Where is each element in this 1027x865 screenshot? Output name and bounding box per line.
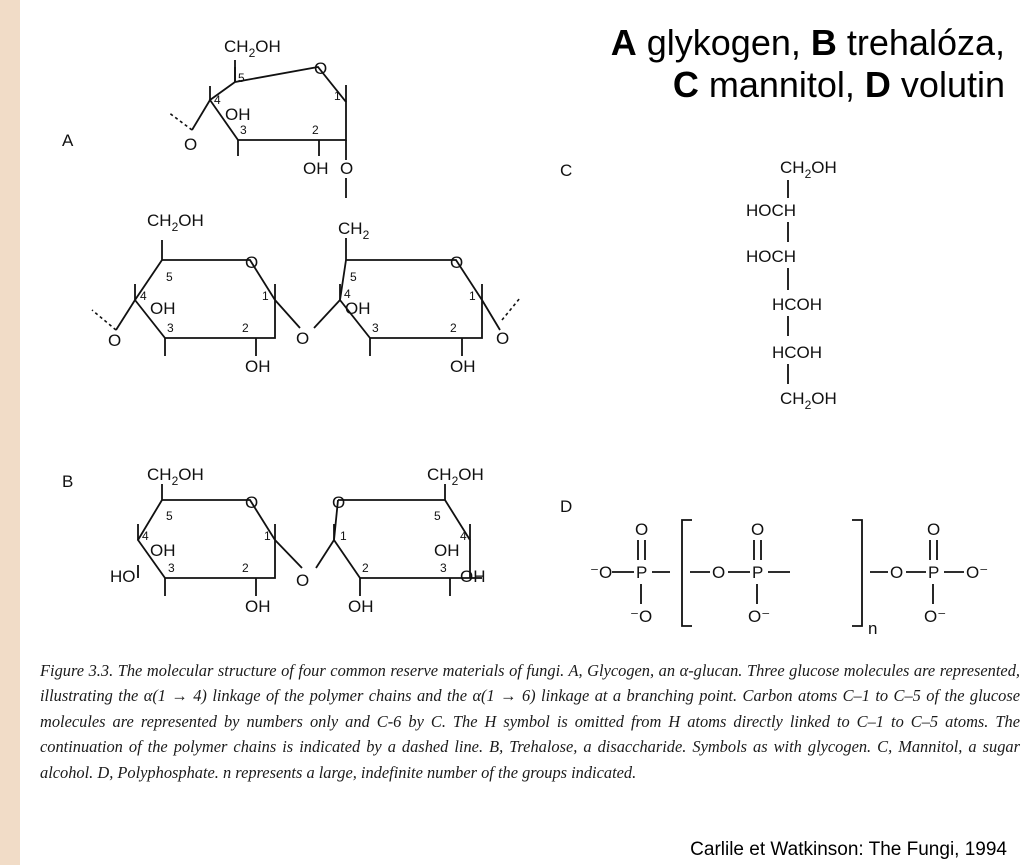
- glycogen-left-ch2oh: CH2OH: [147, 211, 204, 234]
- c3-number: 3: [167, 321, 174, 335]
- mannitol-bottom-ch2oh: CH2OH: [780, 389, 837, 412]
- right-terminal-o-minus: O⁻: [966, 563, 988, 582]
- mannitol-structure: CH2OH HOCH HOCH HCOH HCOH CH2OH: [746, 158, 837, 412]
- trehalose-structure: CH2OH CH2OH O O OH HO OH O OH OH OH 5 4 …: [110, 465, 486, 616]
- glycogen-left-o4: O: [108, 331, 121, 350]
- glycogen-left-ring-o: O: [245, 253, 258, 272]
- trehalose-left-oh2: OH: [245, 597, 271, 616]
- glycogen-right-o1: O: [496, 329, 509, 348]
- c1-number: 1: [334, 89, 341, 103]
- glycogen-link-o6: O: [340, 159, 353, 178]
- c3-number: 3: [372, 321, 379, 335]
- title-glycogen: glykogen,: [636, 22, 811, 63]
- c2-number: 2: [242, 321, 249, 335]
- trehalose-left-ring-o: O: [245, 493, 258, 512]
- polyphosphate-structure: ⁻O P O ⁻O n O P O O⁻ O: [590, 519, 988, 638]
- right-phosphorus: P: [928, 563, 939, 582]
- panel-label-b: B: [62, 472, 73, 491]
- figure-caption: Figure 3.3. The molecular structure of f…: [40, 661, 1020, 782]
- title-trehalose: trehalóza,: [836, 22, 1005, 63]
- title-mannitol: mannitol,: [698, 64, 865, 105]
- c4-number: 4: [460, 529, 467, 543]
- glycogen-right-ring-o: O: [450, 253, 463, 272]
- mannitol-top-ch2oh: CH2OH: [780, 158, 837, 181]
- glycogen-right-oh4: OH: [345, 299, 371, 318]
- mannitol-hcoh-2: HCOH: [772, 343, 822, 362]
- c1-number: 1: [264, 529, 271, 543]
- panel-label-c: C: [560, 161, 572, 180]
- title-letter-b: B: [810, 22, 837, 63]
- glycogen-top-ring-o: O: [314, 59, 327, 78]
- glycogen-glycosidic-o: O: [296, 329, 309, 348]
- trehalose-right-oh4: OH: [434, 541, 460, 560]
- middle-bottom-o-minus: O⁻: [748, 607, 770, 626]
- left-double-bond-o: O: [635, 520, 648, 539]
- content-panel: A glykogen, B trehalóza, C mannitol, D v…: [20, 0, 1027, 865]
- glycogen-left-ring: CH2OH O OH O OH O 5 4 3 2 1: [91, 211, 309, 376]
- c1-number: 1: [340, 529, 347, 543]
- trehalose-right-oh3: OH: [460, 567, 486, 586]
- glycogen-ch2: CH2: [338, 219, 370, 242]
- glycogen-left-oh2: OH: [245, 357, 271, 376]
- c3-number: 3: [440, 561, 447, 575]
- c3-number: 3: [168, 561, 175, 575]
- right-bridge-o: O: [890, 563, 903, 582]
- glycogen-top-ch2oh: CH2OH: [224, 37, 281, 60]
- trehalose-glycosidic-o: O: [296, 571, 309, 590]
- c5-number: 5: [166, 270, 173, 284]
- title-letter-d: D: [864, 64, 891, 105]
- right-double-bond-o: O: [927, 520, 940, 539]
- middle-bridge-o: O: [712, 563, 725, 582]
- c2-number: 2: [242, 561, 249, 575]
- mannitol-hoch-2: HOCH: [746, 247, 796, 266]
- left-terminal-o-minus: ⁻O: [590, 563, 612, 582]
- glycogen-left-oh4: OH: [150, 299, 176, 318]
- glycogen-top-ring: CH2OH O OH O OH O 5 4 3 2 1: [167, 37, 353, 178]
- trehalose-left-ho3: HO: [110, 567, 136, 586]
- middle-double-bond-o: O: [751, 520, 764, 539]
- glycogen-top-o4: O: [184, 135, 197, 154]
- source-credit: Carlile et Watkinson: The Fungi, 1994: [688, 839, 1009, 861]
- middle-phosphorus: P: [752, 563, 763, 582]
- c1-number: 1: [262, 289, 269, 303]
- trehalose-left-ch2oh: CH2OH: [147, 465, 204, 488]
- trehalose-right-ch2oh: CH2OH: [427, 465, 484, 488]
- structures-diagram: A C B D CH2OH O OH O OH O 5 4 3: [62, 37, 988, 638]
- repeat-n: n: [868, 619, 877, 638]
- trehalose-right-oh2: OH: [348, 597, 374, 616]
- c4-number: 4: [142, 529, 149, 543]
- c2-number: 2: [362, 561, 369, 575]
- left-phosphorus: P: [636, 563, 647, 582]
- glycogen-right-oh2: OH: [450, 357, 476, 376]
- c5-number: 5: [166, 509, 173, 523]
- figure-title: A glykogen, B trehalóza, C mannitol, D v…: [485, 22, 1005, 106]
- c5-number: 5: [434, 509, 441, 523]
- title-letter-a: A: [610, 22, 637, 63]
- mannitol-hcoh-1: HCOH: [772, 295, 822, 314]
- c2-number: 2: [312, 123, 319, 137]
- title-volutin: volutin: [890, 64, 1005, 105]
- c5-number: 5: [238, 71, 245, 85]
- right-bottom-o-minus: O⁻: [924, 607, 946, 626]
- glycogen-right-ring: O OH OH O 5 4 3 2 1: [313, 253, 521, 376]
- c1-number: 1: [469, 289, 476, 303]
- c4-number: 4: [214, 93, 221, 107]
- trehalose-right-ring-o: O: [332, 493, 345, 512]
- c2-number: 2: [450, 321, 457, 335]
- title-letter-c: C: [672, 64, 699, 105]
- glycogen-top-oh4: OH: [225, 105, 251, 124]
- c4-number: 4: [140, 289, 147, 303]
- panel-label-d: D: [560, 497, 572, 516]
- c4-number: 4: [344, 287, 351, 301]
- panel-label-a: A: [62, 131, 74, 150]
- glycogen-top-oh2: OH: [303, 159, 329, 178]
- c3-number: 3: [240, 123, 247, 137]
- mannitol-hoch-1: HOCH: [746, 201, 796, 220]
- c5-number: 5: [350, 270, 357, 284]
- left-bottom-o-minus: ⁻O: [630, 607, 652, 626]
- trehalose-left-oh4: OH: [150, 541, 176, 560]
